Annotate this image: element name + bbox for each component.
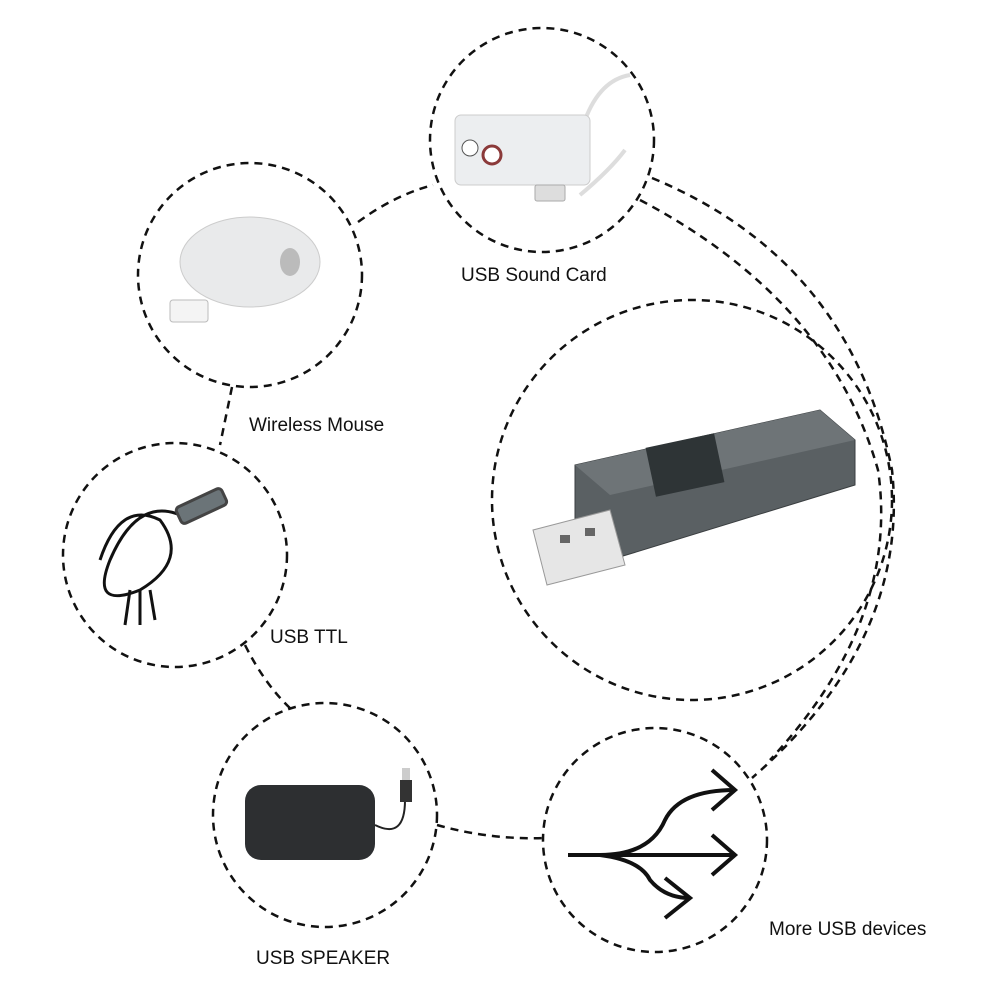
ttl-circle xyxy=(61,441,289,669)
sound-card-label: USB Sound Card xyxy=(461,265,607,286)
mouse-circle xyxy=(136,161,364,389)
wireless-mouse-label: Wireless Mouse xyxy=(249,415,385,436)
mouse-image xyxy=(169,216,321,323)
usb-speaker-label: USB SPEAKER xyxy=(256,948,391,969)
connector xyxy=(243,644,293,711)
connector xyxy=(639,198,883,761)
ttl-cable-image xyxy=(98,487,229,626)
connector xyxy=(436,823,546,840)
adapter-circle xyxy=(490,298,894,702)
more-devices-label: More USB devices xyxy=(769,919,927,940)
split-arrows-icon xyxy=(568,768,739,920)
connector xyxy=(357,183,434,224)
speaker-circle xyxy=(211,701,439,929)
speaker-image xyxy=(245,768,412,860)
sound-card-circle xyxy=(428,26,656,254)
connector xyxy=(218,386,234,446)
sound-card-image xyxy=(454,73,631,202)
usb-ttl-label: USB TTL xyxy=(270,627,348,648)
more-devices-circle xyxy=(541,726,769,954)
usb-isolator-image xyxy=(532,409,856,586)
connector xyxy=(651,176,896,779)
